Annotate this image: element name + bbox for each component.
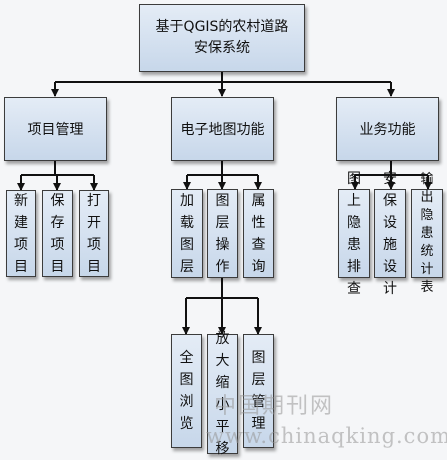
node-layer-management-label: 图层管理 <box>251 350 266 432</box>
node-hazard-check: 图上隐患排查 <box>338 171 370 297</box>
node-new-project: 新建项目 <box>6 190 36 277</box>
node-business-functions-label: 业务功能 <box>359 122 416 138</box>
node-hazard-check-label: 图上隐患排查 <box>347 170 361 297</box>
node-open-project: 打开项目 <box>79 190 109 277</box>
node-project-management: 项目管理 <box>4 97 107 161</box>
node-map-functions-label: 电子地图功能 <box>180 122 265 138</box>
root-node: 基于QGIS的农村道路安保系统 <box>139 4 305 72</box>
node-project-management-label: 项目管理 <box>27 122 84 138</box>
node-layer-management: 图层管理 <box>243 334 274 448</box>
node-load-layer-label: 加载图层 <box>180 192 194 275</box>
node-hazard-report-label: 输出隐患统计表 <box>420 171 434 295</box>
node-business-functions: 业务功能 <box>336 97 439 161</box>
node-facility-design-label: 安保设施设计 <box>383 170 397 297</box>
node-full-view: 全图浏览 <box>171 334 202 448</box>
node-new-project-label: 新建项目 <box>14 192 28 275</box>
node-zoom-pan-label: 放大缩小平移 <box>215 331 230 457</box>
node-load-layer: 加载图层 <box>171 189 203 278</box>
node-layer-operations: 图层操作 <box>207 189 238 278</box>
node-full-view-label: 全图浏览 <box>179 350 194 432</box>
root-title: 基于QGIS的农村道路安保系统 <box>155 19 289 56</box>
node-open-project-label: 打开项目 <box>87 192 101 275</box>
watermark-cn: 中国期刊网 <box>214 394 335 419</box>
node-save-project: 保存项目 <box>42 190 73 277</box>
node-hazard-report: 输出隐患统计表 <box>411 172 443 295</box>
node-facility-design: 安保设施设计 <box>374 171 406 297</box>
watermark-url: www.chinaqking.com <box>206 424 447 448</box>
node-save-project-label: 保存项目 <box>50 192 65 275</box>
node-attribute-query: 属性查询 <box>243 189 274 278</box>
node-attribute-query-label: 属性查询 <box>251 192 266 275</box>
node-zoom-pan: 放大缩小平移 <box>207 331 238 457</box>
node-layer-operations-label: 图层操作 <box>215 192 230 275</box>
node-map-functions: 电子地图功能 <box>171 97 274 161</box>
